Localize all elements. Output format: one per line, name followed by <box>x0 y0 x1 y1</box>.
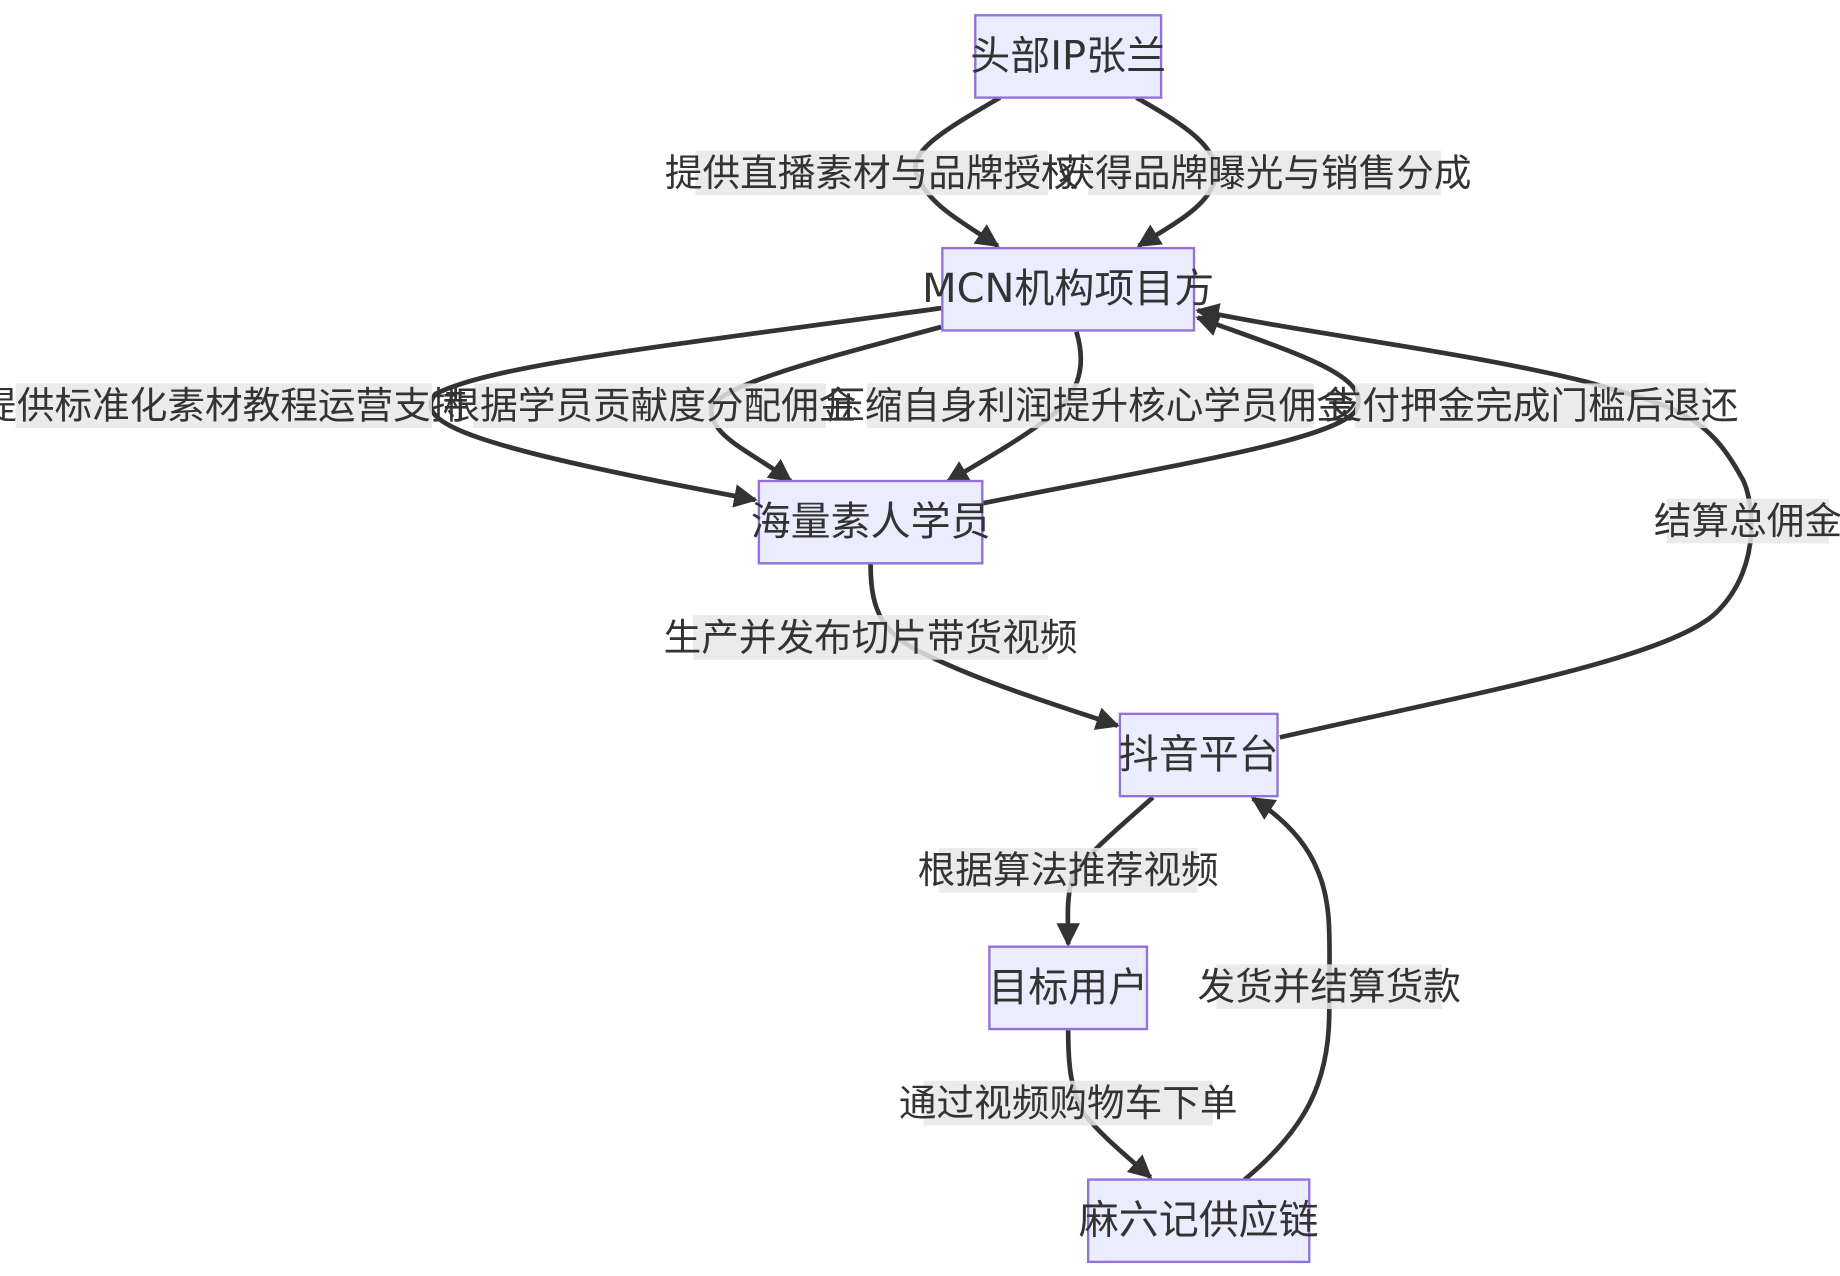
node-mcn[interactable]: MCN机构项目方 <box>922 246 1214 332</box>
edge-label-text: 通过视频购物车下单 <box>899 1081 1238 1125</box>
edge-label: 根据学员贡献度分配佣金 <box>443 383 857 429</box>
edge-label: 结算总佣金 <box>1654 498 1840 544</box>
node-ip[interactable]: 头部IP张兰 <box>970 14 1166 99</box>
edge-label-text: 根据算法推荐视频 <box>918 848 1219 892</box>
edge-label: 支付押金完成门槛后退还 <box>1325 383 1739 429</box>
node-students[interactable]: 海量素人学员 <box>751 479 991 565</box>
node-users-label: 目标用户 <box>988 965 1148 1011</box>
edge-label-text: 支付押金完成门槛后退还 <box>1325 384 1739 428</box>
edge-label: 获得品牌曝光与销售分成 <box>1058 150 1472 196</box>
node-users[interactable]: 目标用户 <box>988 945 1149 1031</box>
edge-label: 通过视频购物车下单 <box>899 1080 1238 1126</box>
node-douyin-label: 抖音平台 <box>1119 732 1279 778</box>
node-mcn-label: MCN机构项目方 <box>922 266 1214 312</box>
edge-label: 根据算法推荐视频 <box>918 847 1219 893</box>
edge-label: 生产并发布切片带货视频 <box>664 615 1078 660</box>
edge-douyin-to-mcn-settlement <box>1195 303 1754 740</box>
edge-labels: 提供直播素材与品牌授权 获得品牌曝光与销售分成 提供标准化素材教程运营支持 根据… <box>0 150 1840 1126</box>
edge-label-text: 生产并发布切片带货视频 <box>664 615 1078 659</box>
nodes: 头部IP张兰 MCN机构项目方 海量素人学员 抖音平台 目标用户 麻六记供应链 <box>751 14 1319 1264</box>
edge-supply-to-douyin <box>1243 796 1332 1182</box>
node-supply[interactable]: 麻六记供应链 <box>1079 1178 1319 1264</box>
edge-label: 提供直播素材与品牌授权 <box>665 150 1079 196</box>
edge-label: 发货并结算货款 <box>1198 964 1461 1010</box>
edge-label-text: 压缩自身利润提升核心学员佣金 <box>827 384 1354 428</box>
edge-label-text: 获得品牌曝光与销售分成 <box>1058 151 1472 195</box>
node-students-label: 海量素人学员 <box>751 499 991 545</box>
edge-label-text: 根据学员贡献度分配佣金 <box>443 384 857 428</box>
node-ip-label: 头部IP张兰 <box>970 33 1166 79</box>
edge-label: 压缩自身利润提升核心学员佣金 <box>827 383 1354 429</box>
node-supply-label: 麻六记供应链 <box>1079 1198 1319 1244</box>
edge-label-text: 结算总佣金 <box>1654 499 1840 543</box>
edge-mcn-to-students-tutorials <box>428 305 942 508</box>
edge-label-text: 发货并结算货款 <box>1198 965 1461 1009</box>
edge-label-text: 提供直播素材与品牌授权 <box>665 151 1079 195</box>
edge-label: 提供标准化素材教程运营支持 <box>0 383 468 429</box>
edge-label-text: 提供标准化素材教程运营支持 <box>0 384 468 428</box>
edge-students-to-mcn-deposit <box>981 313 1361 506</box>
node-douyin[interactable]: 抖音平台 <box>1118 712 1279 798</box>
